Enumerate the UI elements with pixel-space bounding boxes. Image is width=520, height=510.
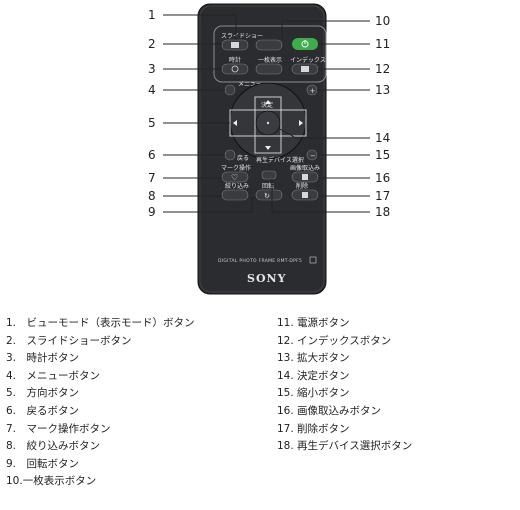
trash-icon — [302, 192, 308, 198]
callout-13: 13 — [375, 83, 390, 97]
model-text: DIGITAL PHOTO FRAME RMT-DPF5 — [218, 258, 302, 264]
callout-16: 16 — [375, 171, 390, 185]
r-mark-icon — [309, 256, 317, 264]
legend-item: 8. 絞り込みボタン — [6, 440, 101, 453]
legend-left-column: 1. ビューモード（表示モード）ボタン 2. スライドショーボタン 3. 時計ボ… — [6, 315, 195, 491]
zoom-in-icon: + — [310, 87, 316, 95]
legend-item: 12. インデックスボタン — [277, 334, 392, 347]
callout-2: 2 — [148, 37, 156, 51]
callout-15: 15 — [375, 148, 390, 162]
back-button[interactable] — [224, 149, 236, 161]
index-icon — [301, 66, 309, 72]
mark-button[interactable] — [221, 171, 249, 183]
down-arrow-icon — [265, 146, 271, 150]
rotate-label: 回転 — [262, 182, 274, 190]
legend-item: 18. 再生デバイス選択ボタン — [277, 440, 413, 453]
playback-device-button[interactable] — [261, 170, 277, 180]
callout-14: 14 — [375, 131, 390, 145]
callout-7: 7 — [148, 171, 156, 185]
remote-diagram: ビュー スライドショー 時計 一枚表示 インデックス メニュー + 決定 戻る … — [148, 3, 390, 295]
leader-lines — [163, 14, 370, 213]
filter-label: 絞り込み — [225, 182, 249, 190]
legend-item: 7. マーク操作ボタン — [6, 422, 111, 435]
legend-item: 6. 戻るボタン — [6, 404, 80, 417]
legend-right-column: 11. 電源ボタン 12. インデックスボタン 13. 拡大ボタン 14. 決定… — [277, 315, 412, 456]
back-label: 戻る — [237, 154, 249, 162]
callout-17: 17 — [375, 189, 390, 203]
clock-icon — [231, 65, 239, 73]
legend-item: 3. 時計ボタン — [6, 352, 80, 365]
legend-item: 9. 回転ボタン — [6, 457, 80, 470]
mark-label: マーク操作 — [221, 164, 251, 172]
filter-button[interactable] — [221, 189, 249, 201]
callout-1: 1 — [148, 8, 156, 22]
heart-icon: ♡ — [231, 173, 238, 182]
zoom-out-icon: − — [310, 152, 316, 160]
index-label: インデックス — [290, 56, 326, 64]
view-mode-button[interactable] — [255, 39, 283, 51]
callout-6: 6 — [148, 148, 156, 162]
import-label: 画像取込み — [290, 164, 320, 172]
clock-button[interactable] — [221, 63, 249, 75]
rotate-button[interactable] — [255, 189, 283, 201]
brand-logo: SONY — [247, 272, 286, 285]
callout-10: 10 — [375, 14, 390, 28]
legend-item: 15. 縮小ボタン — [277, 387, 350, 400]
callout-8: 8 — [148, 189, 156, 203]
legend-item: 13. 拡大ボタン — [277, 352, 350, 365]
slideshow-label: スライドショー — [221, 33, 263, 40]
slideshow-icon — [231, 42, 239, 48]
callout-11: 11 — [375, 37, 390, 51]
single-view-button[interactable] — [255, 63, 283, 75]
callout-12: 12 — [375, 62, 390, 76]
callout-18: 18 — [375, 205, 390, 219]
callout-4: 4 — [148, 83, 156, 97]
single-view-label: 一枚表示 — [258, 56, 282, 64]
callout-3: 3 — [148, 62, 156, 76]
menu-label: メニュー — [238, 81, 262, 88]
legend-item: 10.一枚表示ボタン — [6, 475, 97, 488]
delete-label: 削除 — [296, 182, 308, 190]
right-arrow-icon — [299, 120, 303, 126]
legend-item: 16. 画像取込みボタン — [277, 404, 382, 417]
legend-item: 1. ビューモード（表示モード）ボタン — [6, 317, 195, 329]
legend-item: 2. スライドショーボタン — [6, 334, 132, 347]
left-arrow-icon — [233, 120, 237, 126]
legend-item: 4. メニューボタン — [6, 369, 101, 382]
rotate-icon: ↻ — [264, 192, 270, 200]
legend-item: 17. 削除ボタン — [277, 422, 350, 435]
import-icon — [302, 174, 308, 180]
menu-button[interactable] — [224, 84, 236, 96]
clock-label: 時計 — [229, 56, 241, 64]
legend-item: 5. 方向ボタン — [6, 387, 80, 400]
top-button-cluster — [213, 25, 327, 83]
legend-item: 11. 電源ボタン — [277, 317, 350, 329]
up-arrow-icon — [265, 100, 271, 104]
enter-label: 決定 — [261, 101, 273, 109]
callout-9: 9 — [148, 205, 156, 219]
callout-5: 5 — [148, 116, 156, 130]
playback-device-label: 再生デバイス選択 — [256, 156, 304, 164]
legend-item: 14. 決定ボタン — [277, 369, 350, 382]
